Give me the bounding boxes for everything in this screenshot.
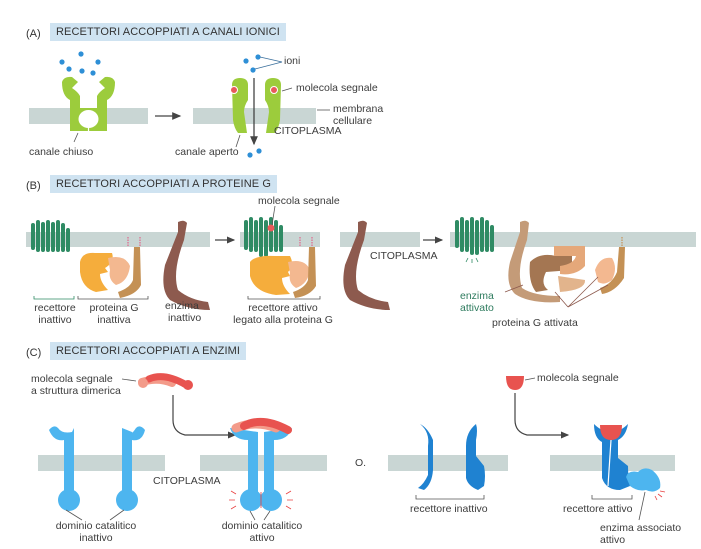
label-signal-molecule-a: molecola segnale	[296, 82, 378, 94]
associated-enzyme-pointer	[638, 491, 646, 521]
bracket-inactive-receptor	[33, 296, 75, 300]
signal-molecule-a-right	[270, 86, 278, 94]
active-receptor-channel-line	[607, 439, 612, 487]
closed-channel-pointer	[73, 132, 79, 143]
bound-g-protein-shape	[250, 236, 316, 298]
label-active-receptor-l1: recettore attivo	[248, 302, 318, 314]
membrane-b-1	[26, 232, 210, 247]
panel-c-graphics	[38, 373, 675, 521]
label-or: O.	[355, 457, 367, 469]
active-enzyme-receptors	[230, 428, 292, 511]
label-inactive-g-protein-l1: proteina G	[89, 302, 139, 314]
active-single-receptor	[594, 424, 630, 490]
membrane-b-3	[340, 232, 420, 247]
signal-molecule-c	[506, 376, 524, 390]
label-inactive-g-protein-l2: inattiva	[97, 314, 131, 326]
associated-enzyme-shape	[626, 468, 661, 492]
panel-c-title: RECETTORI ACCOPPIATI A ENZIMI	[50, 342, 247, 360]
membrane-c-3	[388, 455, 508, 471]
panel-b-tag: (B)	[26, 180, 41, 192]
open-channel-pointer	[235, 134, 241, 148]
panel-b-graphics	[26, 205, 696, 310]
dimeric-signal-pointer	[121, 378, 137, 382]
label-inactive-receptor-c: recettore inattivo	[410, 503, 488, 515]
inactive-enzyme-shape-2	[343, 220, 390, 310]
panel-a-tag: (A)	[26, 28, 41, 40]
signal-molecule-a-left	[230, 86, 238, 94]
inactive-enzyme-receptors	[49, 426, 145, 511]
activated-receptor-shape	[455, 217, 494, 255]
catalytic-activity-marks	[229, 490, 293, 510]
label-dimeric-signal-l1: molecola segnale	[31, 373, 113, 385]
activated-g-protein-shape	[595, 236, 625, 294]
label-inactive-enzyme-l2: inattivo	[168, 312, 202, 324]
label-associated-enzyme-l1: enzima associato	[600, 522, 682, 534]
panel-a-title: RECETTORI ACCOPPIATI A CANALI IONICI	[50, 23, 286, 41]
membrane-b-4	[450, 232, 696, 247]
dimeric-signal-molecule	[138, 373, 193, 390]
bracket-inactive-receptor-c	[415, 495, 485, 500]
label-activated-g-protein: proteina G attivata	[492, 317, 578, 329]
membrane-c-1	[38, 455, 165, 471]
label-signal-molecule-c: molecola segnale	[537, 372, 619, 384]
panel-c-arrow-2	[514, 393, 570, 439]
bracket-inactive-g-protein	[77, 296, 149, 300]
closed-channel	[62, 76, 115, 131]
label-cytoplasm-c: CITOPLASMA	[153, 475, 221, 487]
panel-a-graphics	[29, 51, 330, 158]
active-receptor-shape	[244, 217, 283, 257]
panel-c-tag: (C)	[26, 347, 42, 359]
label-ions: ioni	[284, 55, 301, 67]
label-membrane-line2: cellulare	[333, 115, 373, 127]
label-activated-enzyme-l2: attivato	[460, 302, 494, 314]
signal-molecule-pointer-a	[281, 87, 293, 92]
activated-enzyme-shape	[508, 220, 586, 303]
ions-flow	[243, 54, 262, 158]
label-membrane-line1: membrana	[333, 103, 384, 115]
label-inactive-receptor-l2: inattivo	[38, 314, 72, 326]
label-cytoplasm-a: CITOPLASMA	[274, 125, 342, 137]
ions-pointer	[254, 56, 283, 70]
catalytic-pointers	[65, 509, 271, 521]
label-inactive-enzyme-l1: enzima	[165, 300, 199, 312]
membrane-c-2	[200, 455, 327, 471]
label-activated-enzyme-l1: enzima	[460, 290, 494, 302]
enzyme-activity-marks	[654, 490, 666, 501]
label-active-domain-l1: dominio catalitico	[221, 520, 303, 532]
label-active-receptor-c: recettore attivo	[563, 503, 633, 515]
signal-molecule-c-bound	[600, 425, 622, 440]
inactive-enzyme-shape	[163, 220, 210, 310]
label-inactive-domain-l2: inattivo	[79, 532, 113, 544]
activated-enzyme-pointer	[504, 284, 524, 293]
label-associated-enzyme-l2: attivo	[600, 534, 626, 546]
panel-b-title: RECETTORI ACCOPPIATI A PROTEINE G	[50, 175, 277, 193]
inactive-g-protein-shape	[80, 236, 141, 298]
label-inactive-domain-l1: dominio catalitico	[55, 520, 137, 532]
bracket-active-receptor	[247, 296, 321, 300]
label-closed-channel: canale chiuso	[29, 146, 94, 158]
signal-molecule-c-pointer	[524, 377, 536, 381]
inactive-receptor-shape	[31, 220, 70, 252]
signal-molecule-b	[267, 224, 275, 232]
receptor-activity-marks	[465, 257, 479, 263]
label-active-receptor-l2: legato alla proteina G	[233, 314, 333, 326]
label-signal-molecule-b: molecola segnale	[258, 195, 340, 207]
ions-outside	[59, 51, 101, 76]
label-cytoplasm-b: CITOPLASMA	[370, 250, 438, 262]
activated-g-protein-pointers	[554, 276, 609, 308]
label-dimeric-signal-l2: a struttura dimerica	[31, 385, 121, 397]
signal-molecule-b-pointer	[271, 205, 276, 226]
inactive-single-receptor	[418, 424, 485, 490]
label-open-channel: canale aperto	[175, 146, 239, 158]
panel-c-arrow-1	[172, 395, 237, 439]
label-active-domain-l2: attivo	[249, 532, 275, 544]
bracket-active-receptor-c	[591, 495, 633, 500]
bound-dimeric-signal	[231, 417, 292, 434]
label-inactive-receptor-l1: recettore	[34, 302, 76, 314]
